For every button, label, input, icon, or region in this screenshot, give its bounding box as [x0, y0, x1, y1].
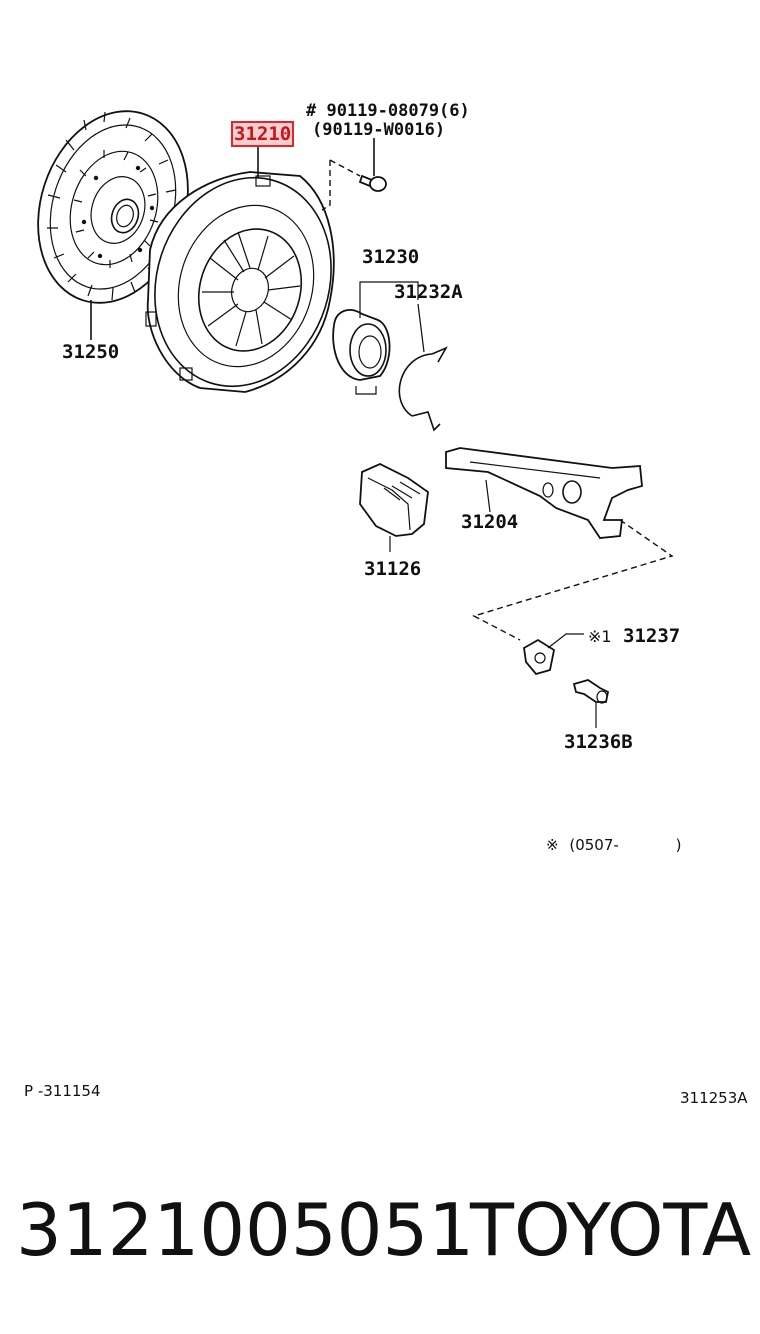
brand-name: TOYOTA: [470, 1188, 752, 1272]
label-pivot-stud[interactable]: 31236B: [564, 731, 633, 753]
label-release-bearing[interactable]: 31230: [362, 246, 420, 268]
label-release-fork[interactable]: 31204: [461, 511, 519, 533]
fork-boot-drawing: [359, 463, 429, 552]
fork-support-drawing: [523, 633, 584, 676]
label-fork-support[interactable]: ※1 31237: [588, 625, 680, 647]
label-fork-boot[interactable]: 31126: [364, 558, 422, 580]
release-bearing-drawing: [332, 281, 419, 395]
bolt-drawing: [321, 138, 387, 211]
fork-support-number: 31237: [623, 625, 681, 647]
page-reference: P -311154: [24, 1082, 101, 1100]
clip-drawing: [398, 303, 448, 432]
label-bolt-alt[interactable]: (90119-W0016): [312, 120, 446, 140]
footnote-mark: ※: [546, 836, 559, 854]
figure-reference: 311253A: [680, 1089, 748, 1107]
release-fork-drawing: [445, 447, 674, 641]
label-pressure-plate[interactable]: 31210: [231, 121, 295, 147]
fork-support-note-mark: ※1: [588, 627, 612, 646]
label-clutch-disc[interactable]: 31250: [62, 341, 120, 363]
pressure-plate-drawing: [145, 146, 335, 393]
label-clip[interactable]: 31232A: [394, 281, 463, 303]
footnote: ※ (0507- ): [546, 836, 681, 854]
footnote-close: ): [675, 836, 682, 854]
label-bolt[interactable]: # 90119-08079(6): [306, 101, 470, 121]
part-number-title: 3121005051: [16, 1188, 475, 1272]
pivot-stud-drawing: [572, 679, 610, 728]
footnote-date-from: 0507-: [575, 836, 619, 854]
highlighted-part-number[interactable]: 31210: [231, 121, 295, 147]
footnote-open: (: [569, 836, 576, 854]
